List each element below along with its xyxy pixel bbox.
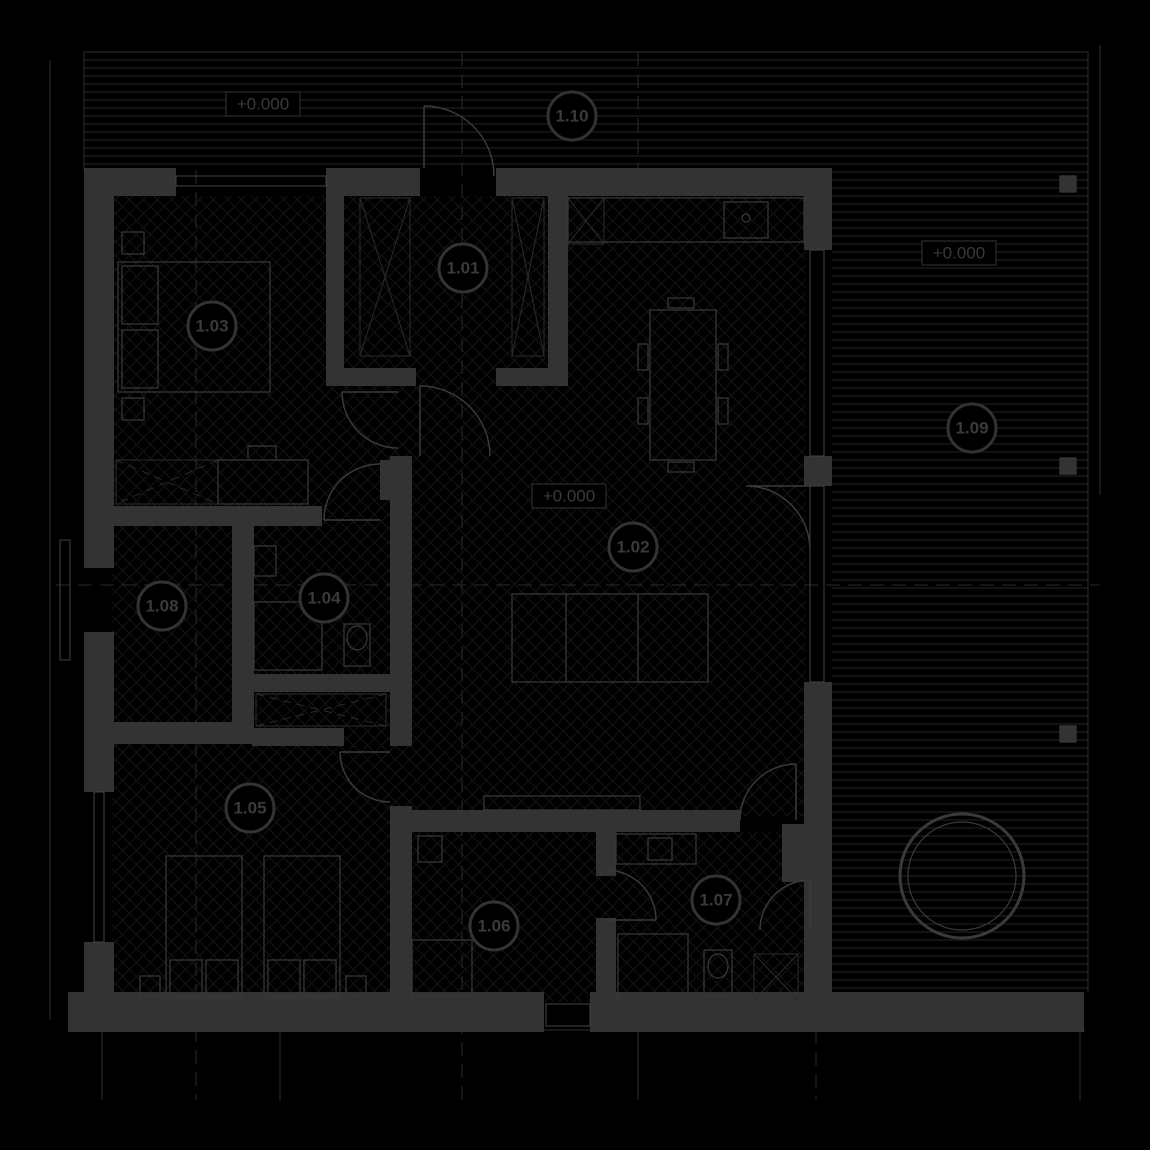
shower-104 — [253, 601, 323, 671]
room-label-1-04: 1.04 — [307, 589, 341, 608]
room-label-1-07: 1.07 — [699, 891, 732, 910]
level-tag-terrace-east: +0.000 — [933, 244, 985, 263]
doors — [323, 105, 811, 931]
room-labels: 1.01 1.02 1.03 1.04 1.05 1.06 1.07 1.08 … — [136, 90, 998, 952]
room-label-1-09: 1.09 — [955, 419, 988, 438]
level-tag-terrace-north: +0.000 — [237, 95, 289, 114]
room-label-1-08: 1.08 — [145, 597, 178, 616]
kitchen-sink — [723, 201, 769, 239]
walls — [68, 168, 1084, 1032]
tv-bench — [483, 795, 641, 811]
wardrobes — [115, 197, 799, 1001]
room-label-1-10: 1.10 — [555, 107, 588, 126]
room-label-1-05: 1.05 — [233, 799, 266, 818]
desk — [217, 459, 309, 505]
room-label-1-03: 1.03 — [195, 317, 228, 336]
level-tag-living: +0.000 — [543, 487, 595, 506]
hot-tub — [898, 812, 1026, 940]
twin-bed-right — [263, 855, 341, 999]
shower-107 — [617, 933, 689, 1001]
dining-table — [649, 309, 717, 461]
furniture — [117, 175, 1077, 1001]
windows — [59, 175, 825, 1027]
double-bed — [117, 261, 271, 393]
room-label-1-01: 1.01 — [446, 259, 479, 278]
room-label-1-02: 1.02 — [616, 538, 649, 557]
room-label-1-06: 1.06 — [477, 917, 510, 936]
kitchen-counter — [567, 197, 805, 243]
level-tags: +0.000 +0.000 +0.000 — [225, 91, 997, 509]
twin-bed-left — [165, 855, 243, 999]
sofa — [511, 593, 709, 683]
